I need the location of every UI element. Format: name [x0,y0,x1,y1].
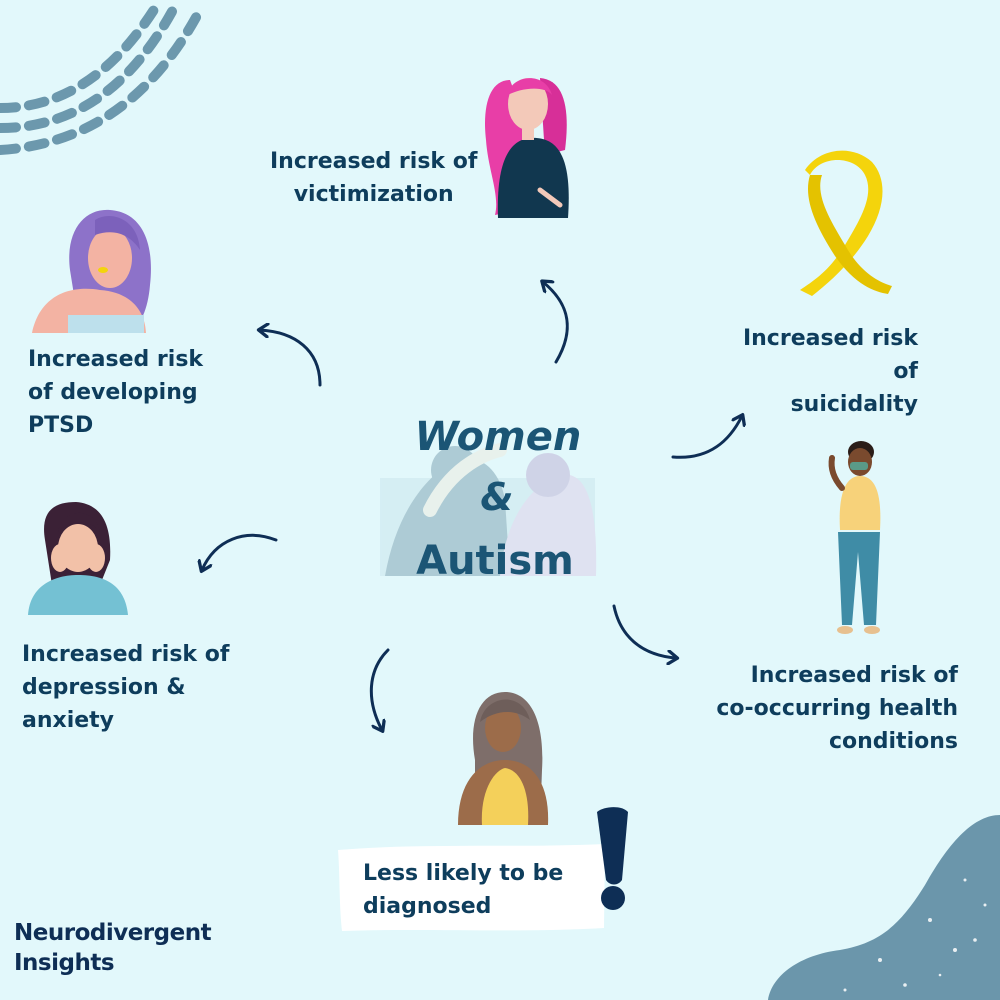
title-line-2: & [480,475,513,519]
label-diagnosed: Less likely to be diagnosed [363,861,564,919]
arrow-to-ptsd [260,330,322,387]
women-hugging-illustration [380,443,597,576]
title-line-3: Autism [416,538,574,584]
distressed-woman-illustration [28,502,128,615]
diagram-title: Women & Autism [415,414,582,584]
brush-stroke-highlight [338,844,605,931]
pink-haired-woman-illustration [485,78,569,218]
arrow-to-suicidality [671,416,742,459]
title-line-1: Women [415,414,582,460]
brand-logo: Neurodivergent Insights [14,920,212,976]
label-suicidality: Increased risk of suicidality [742,326,918,417]
arrow-to-diagnosed [369,648,390,730]
arrow-to-health [612,604,676,658]
decorative-dashed-arcs [0,0,205,155]
decorative-blob [768,815,1000,1000]
exclamation-icon [597,807,628,910]
masked-person-illustration [828,441,881,634]
label-ptsd: Increased risk of developing PTSD [28,347,204,438]
arrow-to-victimization [543,282,569,364]
label-health: Increased risk of co-occurring health co… [716,663,958,754]
arrow-to-depression [202,534,278,570]
arrows [202,282,742,730]
label-victimization: Increased risk of victimization [270,149,478,207]
purple-haired-woman-illustration [32,209,151,333]
awareness-ribbon-icon [800,150,892,296]
label-depression: Increased risk of depression & anxiety [22,642,230,733]
long-haired-woman-illustration [458,692,549,825]
